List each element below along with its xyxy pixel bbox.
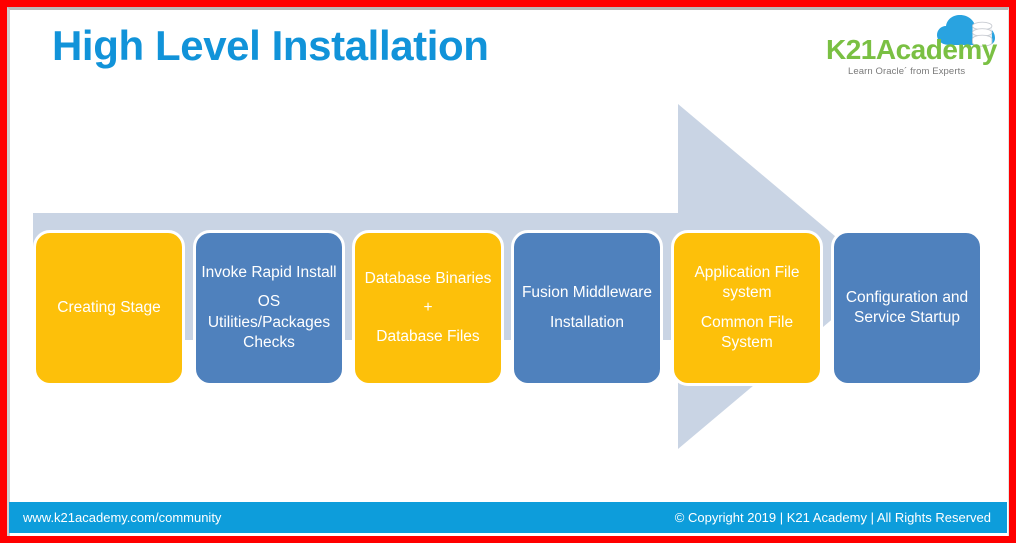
process-step-box-5[interactable]: Application File system Common File Syst… [671,230,823,386]
process-step-box-6[interactable]: Configuration and Service Startup [831,230,983,386]
process-step-line: Common File System [700,313,794,351]
page-title: High Level Installation [52,22,489,69]
process-step-line: Installation [549,313,625,331]
process-step-line: Database Binaries [364,269,492,287]
process-step-line: Application File system [694,264,800,302]
process-step-line: Configuration and Service Startup [845,288,969,326]
process-step-line: Creating Stage [57,298,161,316]
database-cylinder-icon [972,21,993,47]
process-step-line: Fusion Middleware [521,284,653,302]
process-step-box-4[interactable]: Fusion Middleware Installation [511,230,663,386]
process-step-line: Invoke Rapid Install [201,264,337,282]
footer-copyright: © Copyright 2019 | K21 Academy | All Rig… [674,510,991,525]
brand-tagline: Learn Oracle´ from Experts [848,66,966,77]
cloud-icon [937,15,995,47]
slide-border-right [1009,0,1016,543]
footer-bar: www.k21academy.com/community © Copyright… [9,502,1007,533]
footer-website-link[interactable]: www.k21academy.com/community [23,510,222,525]
slide-border-left [0,0,7,543]
process-step-line: OS Utilities/Packages Checks [207,293,331,351]
process-step-box-2[interactable]: Invoke Rapid Install OS Utilities/Packag… [193,230,345,386]
brand-logo-text: K21Academy [826,34,997,65]
process-step-line: + [423,298,433,316]
slide-border-bottom [0,536,1016,543]
process-step-line: Database Files [376,328,480,346]
process-step-box-1[interactable]: Creating Stage [33,230,185,386]
process-step-box-3[interactable]: Database Binaries + Database Files [352,230,504,386]
brand-logo: K21Academy Learn Oracle´ from Experts [826,14,1006,82]
slide-border-top [0,0,1016,7]
